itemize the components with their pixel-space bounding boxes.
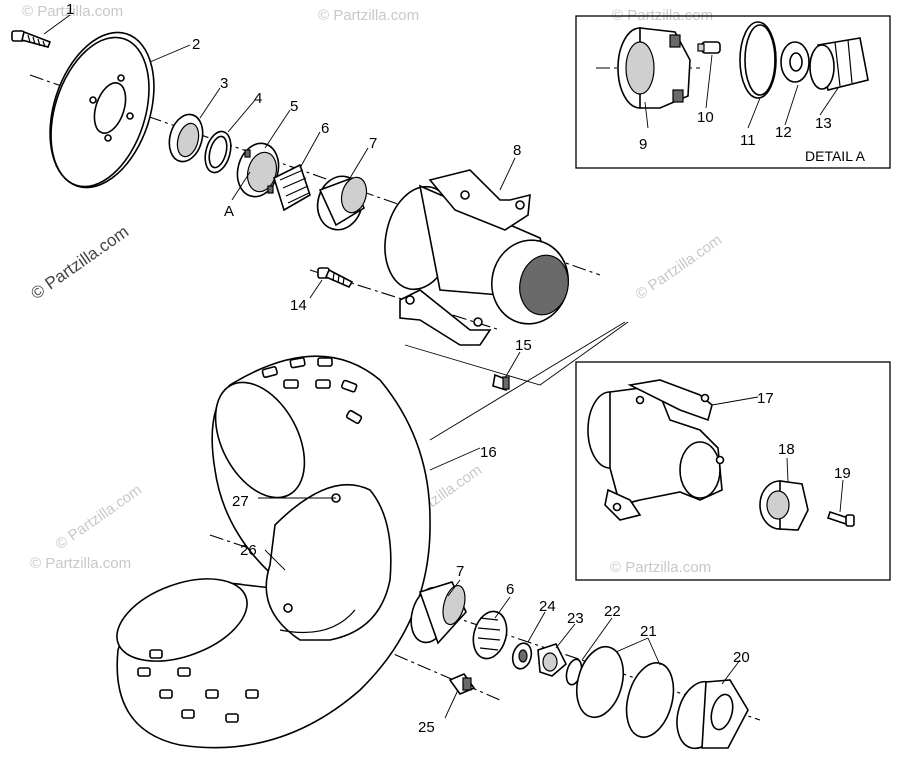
callout-numbers: 1 2 3 4 5 6 7 8 A 9 10 11 12 13 14 15 16…: [66, 1, 851, 736]
watermark-text: © Partzilla.com: [610, 559, 711, 576]
part-15-fastener: [492, 373, 510, 392]
part-2-brake-disc: [49, 31, 155, 189]
callout-9: 9: [639, 136, 647, 153]
part-13-nut: [809, 37, 869, 91]
part-19-screw: [826, 510, 855, 527]
callout-10: 10: [697, 109, 714, 126]
part-21-o-rings: [575, 645, 675, 738]
part-16-tire: [116, 355, 431, 749]
part-6-bearing-lower: [472, 610, 508, 660]
part-24-washer: [511, 642, 533, 670]
leader-lines: [43, 14, 844, 719]
detail-a-label: DETAIL A: [805, 148, 866, 164]
callout-26: 26: [240, 542, 257, 559]
callout-16: 16: [480, 444, 497, 461]
part-10-pin: [697, 41, 721, 54]
part-12-washer: [780, 41, 810, 83]
watermark-text: © Partzilla.com: [22, 3, 123, 20]
callout-7: 7: [369, 135, 377, 152]
callout-18: 18: [778, 441, 795, 458]
callout-23: 23: [567, 610, 584, 627]
detail-a-box: [575, 15, 891, 169]
callout-20: 20: [733, 649, 750, 666]
callout-12: 12: [775, 124, 792, 141]
part-11-seal-ring: [739, 21, 777, 99]
callout-24: 24: [539, 598, 556, 615]
callout-1: 1: [66, 1, 74, 18]
watermark-text: © Partzilla.com: [318, 7, 419, 24]
part-18-cap-alt: [759, 480, 809, 531]
callout-14: 14: [290, 297, 307, 314]
hub-leader-lines: [404, 321, 629, 386]
watermark-text: © Partzilla.com: [633, 231, 726, 303]
part-1-bolt: [11, 30, 52, 48]
part-23-nut: [537, 643, 567, 677]
callout-13: 13: [815, 115, 832, 132]
callout-22: 22: [604, 603, 621, 620]
callout-6: 6: [321, 120, 329, 137]
part-14-bolt: [317, 267, 354, 289]
callout-11: 11: [740, 132, 756, 149]
callout-5: 5: [290, 98, 298, 115]
watermark-text: © Partzilla.com: [27, 222, 132, 303]
watermark-text: © Partzilla.com: [53, 481, 146, 553]
part-6-bearing-upper: [273, 163, 311, 212]
part-20-dust-cap: [676, 679, 749, 750]
part-4-ring: [204, 130, 232, 174]
part-25-valve: [448, 673, 476, 695]
callout-21: 21: [640, 623, 657, 640]
callout-6-lower: 6: [506, 581, 514, 598]
callout-15: 15: [515, 337, 532, 354]
callout-2: 2: [192, 36, 200, 53]
callout-7-lower: 7: [456, 563, 464, 580]
callout-27: 27: [232, 493, 249, 510]
part-7-cup-upper: [316, 175, 368, 231]
part-3-race: [168, 113, 204, 163]
detail-hub-box: [575, 361, 891, 581]
part-8-wheel-hub: [384, 169, 569, 346]
callout-25: 25: [418, 719, 435, 736]
marker-a: A: [224, 203, 234, 220]
part-5-hub-assembly: [236, 142, 280, 198]
part-9-hub-detail: [617, 27, 691, 109]
part-17-hub-alt: [587, 379, 725, 521]
callout-17: 17: [757, 390, 774, 407]
callout-8: 8: [513, 142, 521, 159]
callout-19: 19: [834, 465, 851, 482]
hub-to-tire-line: [429, 321, 626, 441]
watermark-text: © Partzilla.com: [30, 555, 131, 572]
callout-4: 4: [254, 90, 262, 107]
callout-3: 3: [220, 75, 228, 92]
